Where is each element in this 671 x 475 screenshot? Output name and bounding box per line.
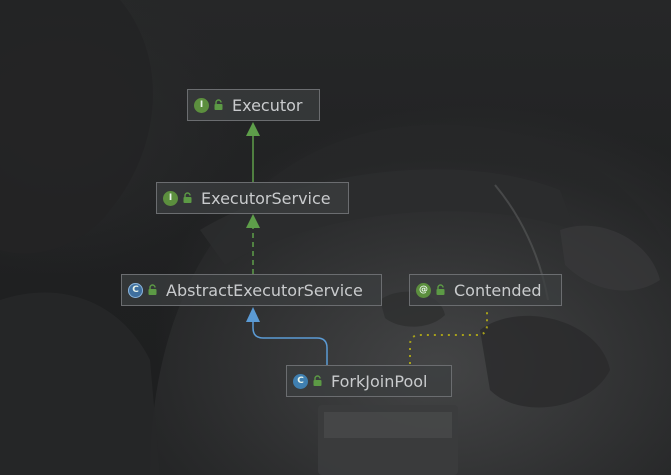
annotation-icon: @ — [416, 282, 431, 298]
lock-icon — [148, 284, 157, 295]
interface-icon: I — [194, 97, 209, 113]
class-node-fork-join-pool[interactable]: C ForkJoinPool — [286, 365, 452, 397]
class-icon: C — [293, 373, 308, 389]
class-node-label: AbstractExecutorService — [166, 280, 363, 300]
class-node-abstract-executor-service[interactable]: C AbstractExecutorService — [121, 274, 382, 306]
lock-icon — [436, 284, 445, 295]
class-node-contended[interactable]: @ Contended — [409, 274, 562, 306]
class-node-label: Contended — [454, 280, 542, 300]
class-node-label: Executor — [232, 95, 303, 115]
class-node-executor[interactable]: I Executor — [187, 89, 320, 121]
interface-icon: I — [163, 190, 178, 206]
class-node-executor-service[interactable]: I ExecutorService — [156, 182, 349, 214]
abstract-class-icon: C — [128, 282, 143, 298]
class-node-label: ExecutorService — [201, 188, 331, 208]
lock-icon — [313, 375, 322, 386]
lock-icon — [214, 99, 223, 110]
lock-icon — [183, 192, 192, 203]
class-node-label: ForkJoinPool — [331, 371, 428, 391]
